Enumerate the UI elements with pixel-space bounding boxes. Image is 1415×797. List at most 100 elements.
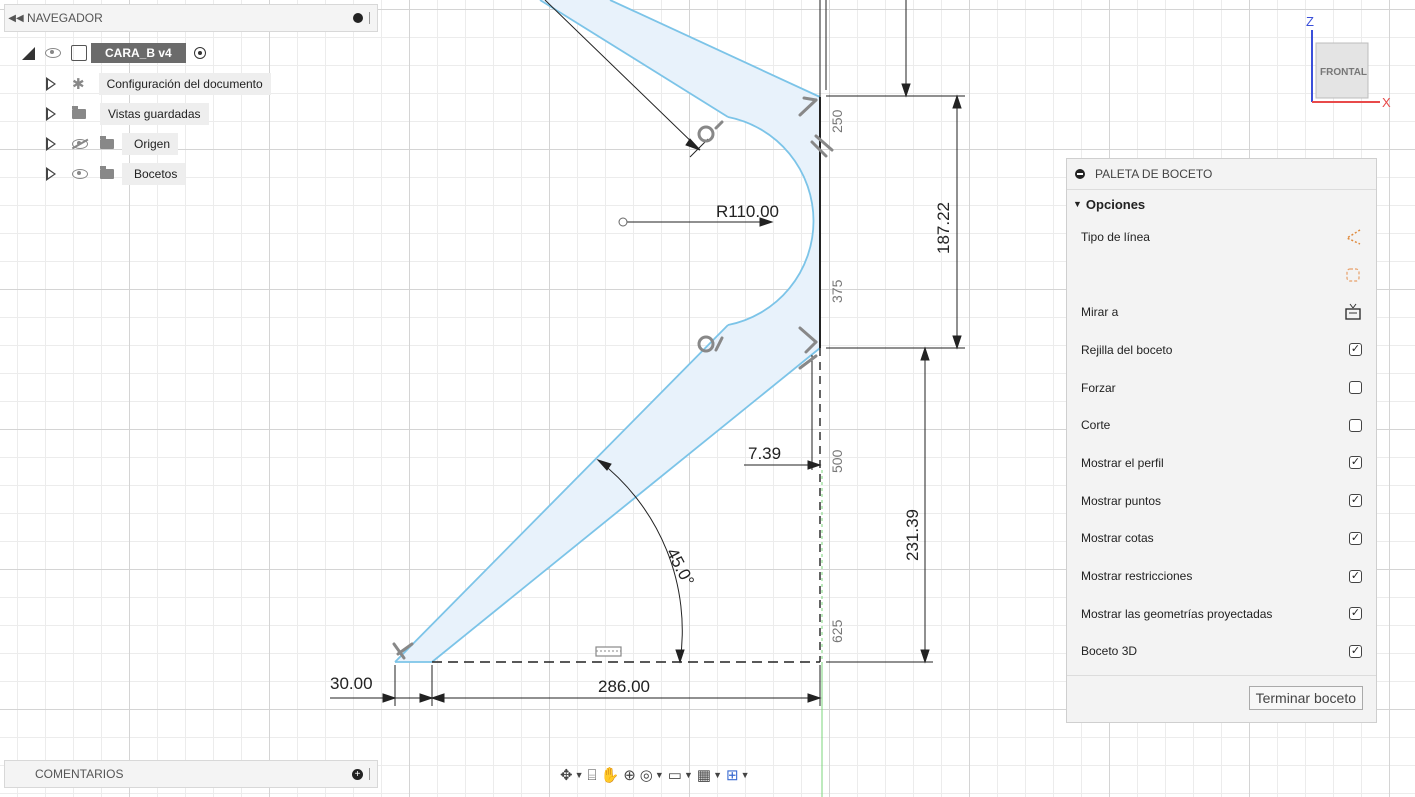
option-label: Mostrar el perfil xyxy=(1081,455,1164,470)
tree-item-origin[interactable]: Origen xyxy=(46,132,179,156)
display-settings-icon[interactable]: ▭▼ xyxy=(667,767,693,784)
sketch-palette[interactable]: PALETA DE BOCETO ▼ Opciones Tipo de líne… xyxy=(1066,158,1377,723)
panel-grip-icon[interactable] xyxy=(369,12,371,24)
add-comment-icon[interactable]: + xyxy=(352,768,363,780)
dimension-width-large[interactable]: 286.00 xyxy=(598,677,650,696)
viewcube[interactable]: Z X FRONTAL xyxy=(1300,10,1410,110)
sketch-line[interactable] xyxy=(394,324,729,663)
palette-title: PALETA DE BOCETO xyxy=(1095,167,1213,181)
checkbox[interactable]: ✓ xyxy=(1349,343,1362,357)
options-section-header[interactable]: ▼ Opciones xyxy=(1067,190,1376,218)
fixed-icon[interactable] xyxy=(1344,266,1362,284)
component-name[interactable]: CARA_B v4 xyxy=(91,43,186,63)
comments-bar[interactable]: COMENTARIOS + xyxy=(4,760,378,788)
viewcube-face-label[interactable]: FRONTAL xyxy=(1320,67,1367,78)
checkbox[interactable] xyxy=(1349,418,1362,432)
palette-header[interactable]: PALETA DE BOCETO xyxy=(1067,159,1376,190)
tree-item-label: Bocetos xyxy=(122,163,186,185)
pan-icon[interactable]: ✋ xyxy=(600,767,620,784)
sketch-profile[interactable] xyxy=(395,0,820,662)
visibility-eye-icon[interactable] xyxy=(72,169,88,179)
sketch-line[interactable] xyxy=(539,0,729,118)
tree-item-sketches[interactable]: Bocetos xyxy=(46,162,186,186)
sketch-line[interactable] xyxy=(431,347,821,663)
expanded-triangle-icon[interactable] xyxy=(22,46,35,60)
option-label: Mostrar cotas xyxy=(1081,531,1154,546)
options-section-title: Opciones xyxy=(1085,196,1146,212)
ruler-label: 250 xyxy=(829,109,845,133)
option-label: Mostrar restricciones xyxy=(1081,569,1193,584)
option-line-type[interactable]: Tipo de línea xyxy=(1067,218,1376,256)
option-show-dimensions[interactable]: Mostrar cotas ✓ xyxy=(1067,520,1376,558)
dimension-width-small[interactable]: 30.00 xyxy=(330,674,373,693)
collapsed-triangle-icon[interactable] xyxy=(46,107,56,121)
option-show-points[interactable]: Mostrar puntos ✓ xyxy=(1067,482,1376,520)
construction-line-icon[interactable] xyxy=(1344,228,1362,246)
dimension-radius[interactable]: R110.00 xyxy=(716,202,779,221)
ruler-label: 500 xyxy=(829,449,845,473)
option-3d-sketch[interactable]: Boceto 3D ✓ xyxy=(1067,633,1376,671)
tree-item-saved-views[interactable]: Vistas guardadas xyxy=(46,102,209,126)
option-label: Forzar xyxy=(1081,380,1116,395)
dimension-vertical-lower[interactable]: 231.39 xyxy=(903,509,922,561)
option-show-constraints[interactable]: Mostrar restricciones ✓ xyxy=(1067,557,1376,595)
folder-icon xyxy=(100,136,114,149)
checkbox[interactable]: ✓ xyxy=(1349,456,1362,470)
orbit-icon[interactable]: ✥▼ xyxy=(560,767,584,784)
option-label: Mostrar puntos xyxy=(1081,493,1162,508)
collapsed-triangle-icon[interactable] xyxy=(46,137,56,151)
checkbox[interactable]: ✓ xyxy=(1349,494,1362,508)
option-look-at[interactable]: Mirar a xyxy=(1067,293,1376,331)
minimize-icon[interactable] xyxy=(353,13,363,23)
option-fixed[interactable] xyxy=(1067,256,1376,294)
finish-sketch-button[interactable]: Terminar boceto xyxy=(1248,686,1363,710)
hidden-eye-icon[interactable] xyxy=(72,139,88,149)
checkbox[interactable]: ✓ xyxy=(1349,531,1362,545)
option-show-profile[interactable]: Mostrar el perfil ✓ xyxy=(1067,444,1376,482)
ruler-label: 375 xyxy=(829,279,845,303)
option-label: Rejilla del boceto xyxy=(1081,342,1173,357)
checkbox[interactable]: ✓ xyxy=(1349,644,1362,658)
viewports-icon[interactable]: ⊞▼ xyxy=(726,767,750,784)
comments-title: COMENTARIOS xyxy=(35,767,124,781)
look-at-icon[interactable]: ⌸ xyxy=(587,766,597,784)
navigator-header[interactable]: ◀◀ NAVEGADOR xyxy=(4,4,378,32)
visibility-eye-icon[interactable] xyxy=(45,48,61,58)
panel-grip-icon[interactable] xyxy=(369,768,371,780)
activate-radio-icon[interactable] xyxy=(193,47,206,59)
option-slice[interactable]: Corte xyxy=(1067,406,1376,444)
option-label: Mirar a xyxy=(1081,305,1119,320)
minimize-icon[interactable] xyxy=(1075,169,1085,179)
option-snap[interactable]: Forzar xyxy=(1067,369,1376,407)
checkbox[interactable]: ✓ xyxy=(1349,607,1362,621)
grid-settings-icon[interactable]: ▦▼ xyxy=(696,767,723,784)
navigator-title: NAVEGADOR xyxy=(27,11,103,25)
checkbox[interactable] xyxy=(1349,381,1362,395)
folder-icon xyxy=(100,166,114,179)
look-at-icon[interactable] xyxy=(1344,303,1362,321)
folder-icon xyxy=(72,106,86,119)
dimension-offset[interactable]: 7.39 xyxy=(748,444,781,463)
fit-icon[interactable]: ◎▼ xyxy=(639,767,664,784)
collapsed-triangle-icon[interactable] xyxy=(46,77,56,91)
zoom-icon[interactable]: ⊕ xyxy=(623,767,636,784)
dimension-angle[interactable]: 45.0° xyxy=(662,545,698,589)
sketch-arc[interactable] xyxy=(727,116,815,326)
palette-footer: Terminar boceto xyxy=(1067,675,1376,722)
option-show-projected-geometry[interactable]: Mostrar las geometrías proyectadas ✓ xyxy=(1067,595,1376,633)
viewcube-x-label: X xyxy=(1382,95,1391,110)
collapsed-triangle-icon[interactable] xyxy=(46,167,56,181)
sketch-line[interactable] xyxy=(609,0,821,98)
tree-root-component[interactable]: CARA_B v4 xyxy=(22,41,206,65)
tree-item-label: Origen xyxy=(122,133,179,155)
collapse-left-icon[interactable]: ◀◀ xyxy=(8,12,24,24)
navigation-toolbar[interactable]: ✥▼ ⌸ ✋ ⊕ ◎▼ ▭▼ ▦▼ ⊞▼ xyxy=(560,762,855,788)
option-sketch-grid[interactable]: Rejilla del boceto ✓ xyxy=(1067,331,1376,369)
tree-item-label: Configuración del documento xyxy=(98,73,271,95)
tree-item-label: Vistas guardadas xyxy=(100,103,209,125)
tree-item-document-settings[interactable]: ✱ Configuración del documento xyxy=(46,72,271,96)
dimension-vertical-upper[interactable]: 187.22 xyxy=(934,202,953,254)
gear-icon: ✱ xyxy=(72,76,85,93)
checkbox[interactable]: ✓ xyxy=(1349,569,1362,583)
